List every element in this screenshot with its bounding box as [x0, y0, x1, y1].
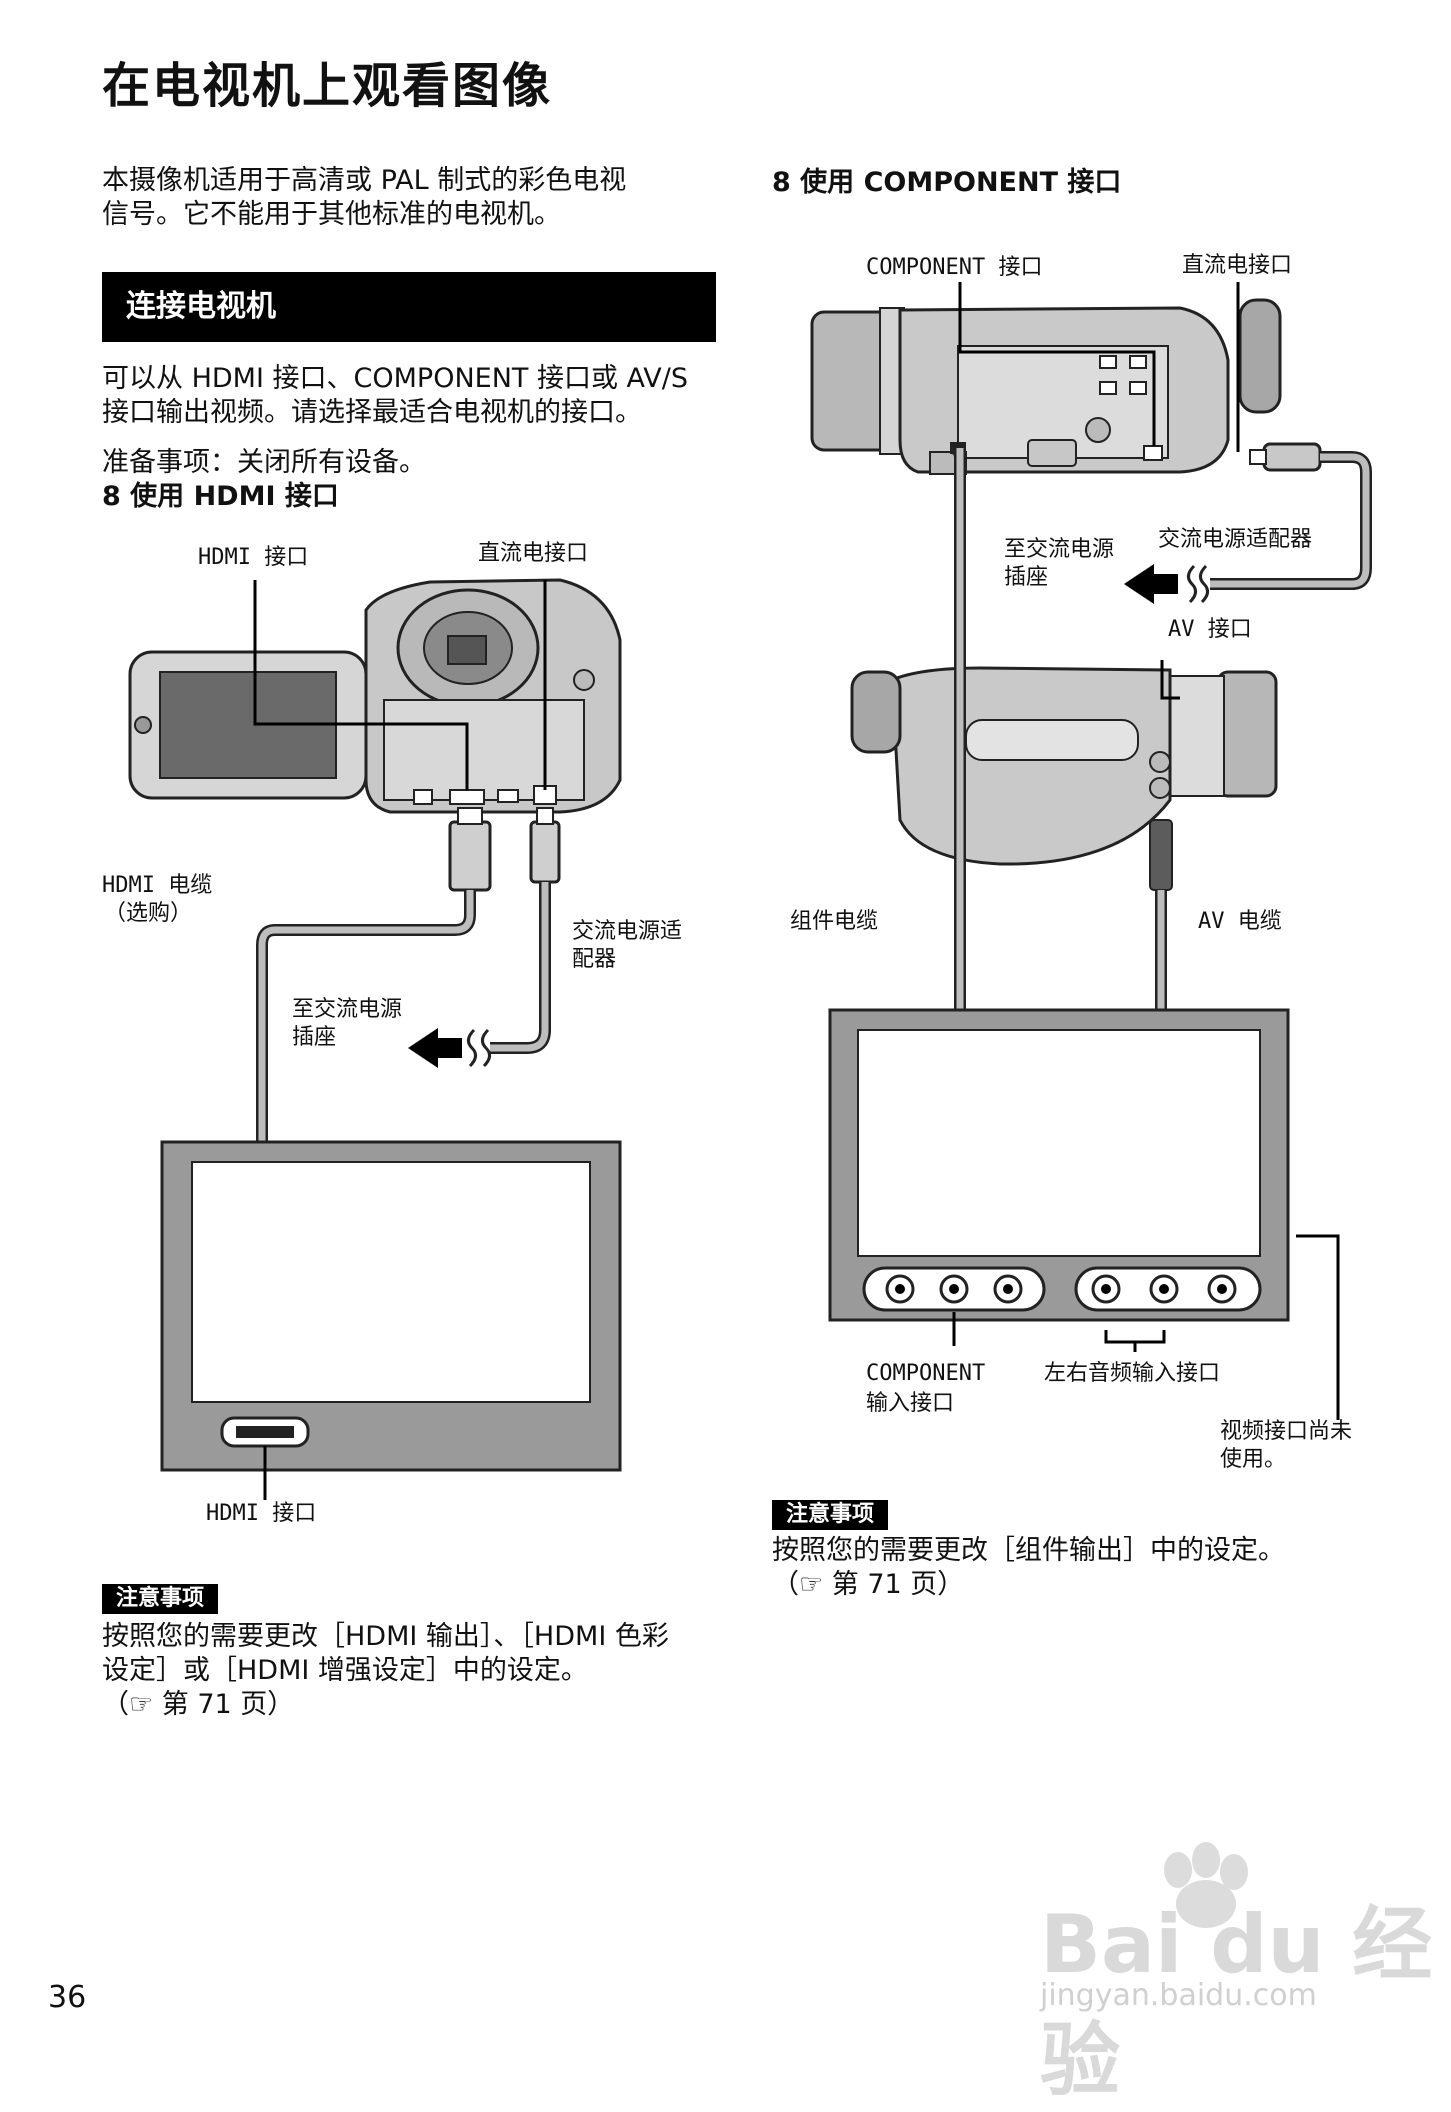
- prep-text: 准备事项：关闭所有设备。: [102, 447, 426, 478]
- connection-paragraph: 可以从 HDMI 接口、COMPONENT 接口或 AV/S 接口输出视频。请选…: [102, 362, 688, 430]
- label-hdmi-cable: HDMI 电缆: [102, 873, 213, 898]
- note-left-line-2: 设定］或［HDMI 增强设定］中的设定。: [102, 1655, 588, 1686]
- label-component-input-1: COMPONENT: [866, 1361, 986, 1386]
- label-to-outlet-right-1: 至交流电源: [1004, 537, 1115, 562]
- right-ac-adapter-cable: [1124, 442, 1372, 604]
- label-to-outlet-right-2: 插座: [1004, 565, 1049, 590]
- note-left-line-1: 按照您的需要更改［HDMI 输出］、［HDMI 色彩: [102, 1621, 669, 1652]
- label-component-cable: 组件电缆: [790, 909, 879, 934]
- step-hdmi-heading: 8 使用 HDMI 接口: [102, 481, 339, 512]
- right-camcorder-top: [810, 282, 1282, 475]
- para-line-2: 接口输出视频。请选择最适合电视机的接口。: [102, 397, 642, 428]
- label-ac-adapter-left-2: 配器: [572, 947, 617, 972]
- intro-line-2: 信号。它不能用于其他标准的电视机。: [102, 199, 561, 230]
- label-to-outlet-left-1: 至交流电源: [292, 997, 403, 1022]
- arrow-left-icon: [1124, 564, 1178, 604]
- left-ac-adapter-cable: [408, 807, 561, 1068]
- note-left-line-3: （☞ 第 71 页）: [102, 1689, 295, 1720]
- section-heading-bar: 连接电视机: [102, 272, 716, 342]
- baidu-paw-icon: [1164, 1842, 1248, 1928]
- intro-text: 本摄像机适用于高清或 PAL 制式的彩色电视 信号。它不能用于其他标准的电视机。: [102, 164, 626, 232]
- label-ac-adapter-left-1: 交流电源适: [572, 919, 683, 944]
- right-camcorder-bottom: [850, 660, 1278, 866]
- label-hdmi-cable-optional: （选购）: [104, 901, 193, 926]
- arrow-left-icon: [408, 1028, 462, 1068]
- label-component-input-2: 输入接口: [866, 1391, 955, 1416]
- intro-line-1: 本摄像机适用于高清或 PAL 制式的彩色电视: [102, 165, 627, 196]
- note-badge-left: 注意事项: [102, 1584, 219, 1614]
- label-hdmi-port-tv: HDMI 接口: [206, 1501, 317, 1526]
- note-right-line-2: （☞ 第 71 页）: [772, 1569, 965, 1600]
- note-badge-right: 注意事项: [772, 1500, 889, 1530]
- label-video-unused-1: 视频接口尚未: [1220, 1419, 1353, 1444]
- watermark-url: jingyan.baidu.com: [1040, 1978, 1317, 2013]
- note-right-line-1: 按照您的需要更改［组件输出］中的设定。: [772, 1535, 1285, 1566]
- label-video-unused-2: 使用。: [1220, 1447, 1287, 1472]
- label-dc-port-left: 直流电接口: [478, 541, 589, 566]
- note-right: 按照您的需要更改［组件输出］中的设定。 （☞ 第 71 页）: [772, 1534, 1285, 1602]
- page-title: 在电视机上观看图像: [102, 58, 553, 114]
- page-number: 36: [48, 1980, 87, 2015]
- component-jacks: [885, 1274, 1023, 1304]
- label-to-outlet-left-2: 插座: [292, 1025, 337, 1050]
- label-dc-port-right: 直流电接口: [1182, 253, 1293, 278]
- note-left: 按照您的需要更改［HDMI 输出］、［HDMI 色彩 设定］或［HDMI 增强设…: [102, 1620, 669, 1722]
- connection-diagrams: [128, 282, 1372, 1928]
- label-component-port: COMPONENT 接口: [866, 255, 1043, 280]
- right-tv: [828, 1008, 1340, 1420]
- label-av-port: AV 接口: [1168, 617, 1252, 642]
- audio-video-jacks: [1091, 1274, 1237, 1304]
- label-hdmi-port-camera: HDMI 接口: [198, 545, 309, 570]
- left-camcorder: [128, 578, 622, 814]
- left-tv: [160, 1140, 622, 1500]
- step-component-heading: 8 使用 COMPONENT 接口: [772, 167, 1122, 198]
- label-av-cable: AV 电缆: [1198, 909, 1282, 934]
- label-ac-adapter-right: 交流电源适配器: [1158, 527, 1313, 552]
- label-audio-input: 左右音频输入接口: [1044, 1361, 1221, 1386]
- para-line-1: 可以从 HDMI 接口、COMPONENT 接口或 AV/S: [102, 363, 689, 394]
